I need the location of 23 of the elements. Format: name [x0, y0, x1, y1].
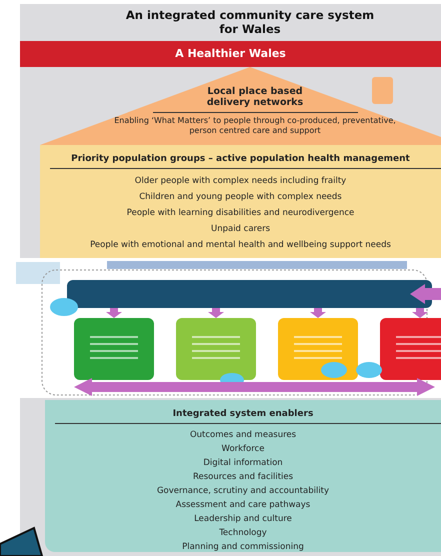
enablers-panel — [45, 400, 441, 552]
list-item: Leadership and culture — [194, 513, 292, 526]
section-heading: Priority population groups – active population health management — [71, 153, 410, 166]
roof-heading: Local place based delivery networks — [206, 86, 304, 108]
list-item: Assessment and care pathways — [176, 499, 310, 512]
list-item: Resources and facilities — [192, 471, 294, 484]
population-groups-panel — [40, 145, 441, 260]
list-item: Older people with complex needs including frailty — [134, 175, 346, 188]
list-item: People with learning disabilities and neurodivergence — [126, 207, 354, 220]
list-item: Digital information — [203, 457, 283, 470]
list-item: Outcomes and measures — [190, 429, 296, 442]
diagram-title: An integrated community care system for Wales — [124, 8, 376, 36]
list-item: Workforce — [222, 443, 264, 456]
section-heading: Integrated system enablers — [172, 408, 314, 421]
title-banner — [20, 41, 441, 67]
list-item: People with emotional and mental health and wellbeing support needs — [90, 239, 391, 252]
list-item: Unpaid carers — [210, 223, 270, 236]
list-item: Children and young people with complex needs — [139, 191, 342, 204]
list-item: Planning and commissioning — [182, 541, 304, 554]
list-item: Technology — [219, 527, 267, 540]
banner-title: A Healthier Wales — [174, 46, 287, 62]
list-item: Governance, scrutiny and accountability — [156, 485, 330, 498]
roof-description: Enabling ‘What Matters’ to people through co-produced, preventative, person centred care and support — [113, 116, 397, 136]
